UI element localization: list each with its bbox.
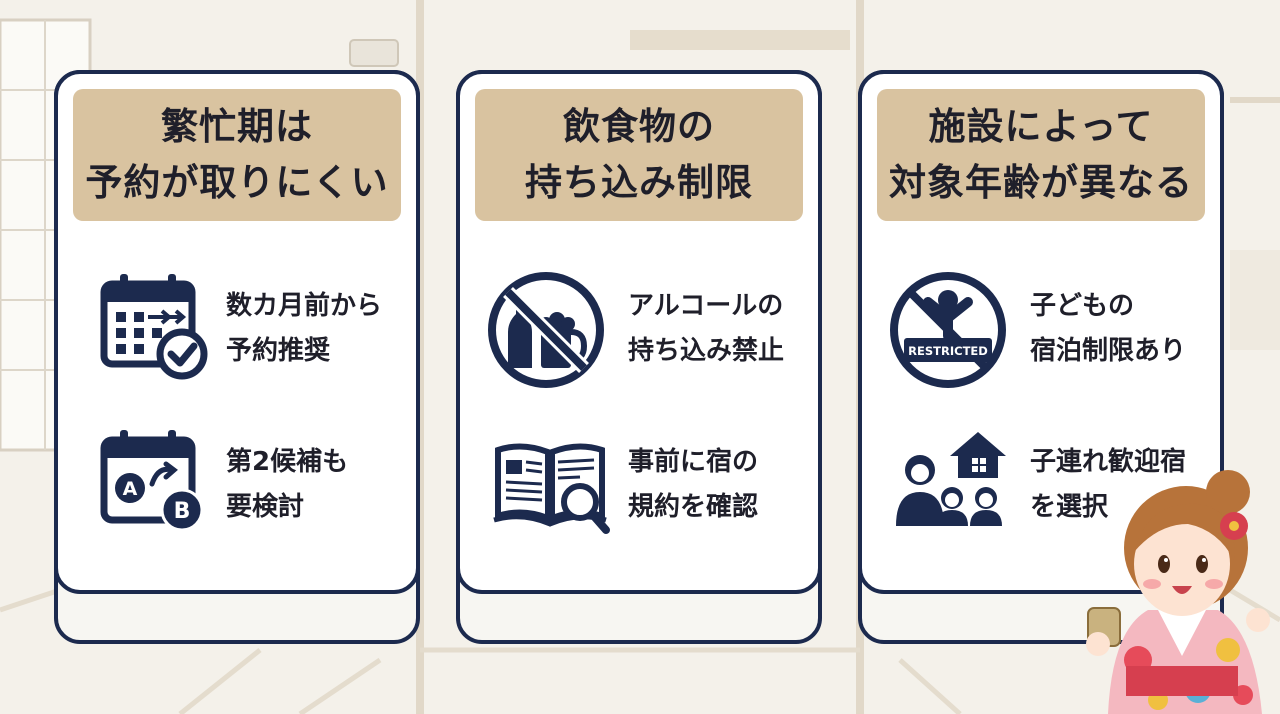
item-text-line: 数カ月前から <box>226 291 383 321</box>
card-item: アルコールの 持ち込み禁止 <box>460 270 818 390</box>
restricted-label: RESTRICTED <box>908 344 988 358</box>
book-magnifier-icon <box>490 426 610 546</box>
card-header: 飲食物の 持ち込み制限 <box>475 89 803 221</box>
card-body: 飲食物の 持ち込み制限 アルコールの 持ち込み禁止 <box>456 70 822 594</box>
card-title-line: 施設によって <box>928 105 1154 148</box>
card-header: 繁忙期は 予約が取りにくい <box>73 89 401 221</box>
item-text-line: 子連れ歓迎宿 <box>1030 447 1187 477</box>
calendar-check-icon <box>96 270 216 390</box>
card-item: 数カ月前から 予約推奨 <box>58 270 416 390</box>
icon-letter-b: B <box>174 499 191 524</box>
card-item: A B 第2候補も 要検討 <box>58 426 416 546</box>
item-text-line: 子どもの <box>1030 291 1135 321</box>
card-title-line: 繁忙期は <box>161 105 313 148</box>
card-title-line: 対象年齢が異なる <box>889 161 1193 204</box>
item-text-line: 宿泊制限あり <box>1030 336 1187 366</box>
card-busy-season: 繁忙期は 予約が取りにくい <box>54 70 420 644</box>
card-item: 子連れ歓迎宿 を選択 <box>862 426 1220 546</box>
item-text-line: 要検討 <box>226 492 305 522</box>
card-body: 繁忙期は 予約が取りにくい <box>54 70 420 594</box>
item-text-line: 予約推奨 <box>226 336 331 366</box>
calendar-ab-switch-icon: A B <box>96 426 216 546</box>
card-header: 施設によって 対象年齢が異なる <box>877 89 1205 221</box>
card-age-restriction: 施設によって 対象年齢が異なる RESTRICTED 子どもの 宿泊制限あり <box>858 70 1224 644</box>
card-food-restriction: 飲食物の 持ち込み制限 アルコールの 持ち込み禁止 <box>456 70 822 644</box>
kimono-girl-mascot <box>1086 470 1270 714</box>
item-text-line: 事前に宿の <box>628 447 759 477</box>
item-text-line: 持ち込み禁止 <box>628 336 785 366</box>
icon-letter-a: A <box>123 478 138 500</box>
no-alcohol-icon <box>486 270 606 390</box>
card-title-line: 持ち込み制限 <box>525 161 753 204</box>
item-text-line: を選択 <box>1030 492 1109 522</box>
card-body: 施設によって 対象年齢が異なる RESTRICTED 子どもの 宿泊制限あり <box>858 70 1224 594</box>
card-title-line: 飲食物の <box>563 105 715 148</box>
card-item: RESTRICTED 子どもの 宿泊制限あり <box>862 270 1220 390</box>
item-text-line: アルコールの <box>628 291 784 321</box>
card-title-line: 予約が取りにくい <box>85 161 389 204</box>
family-house-icon <box>892 426 1012 546</box>
restricted-child-icon: RESTRICTED <box>888 270 1008 390</box>
item-text-line: 第2候補も <box>226 447 349 477</box>
card-item: 事前に宿の 規約を確認 <box>460 426 818 546</box>
item-text-line: 規約を確認 <box>628 492 759 522</box>
